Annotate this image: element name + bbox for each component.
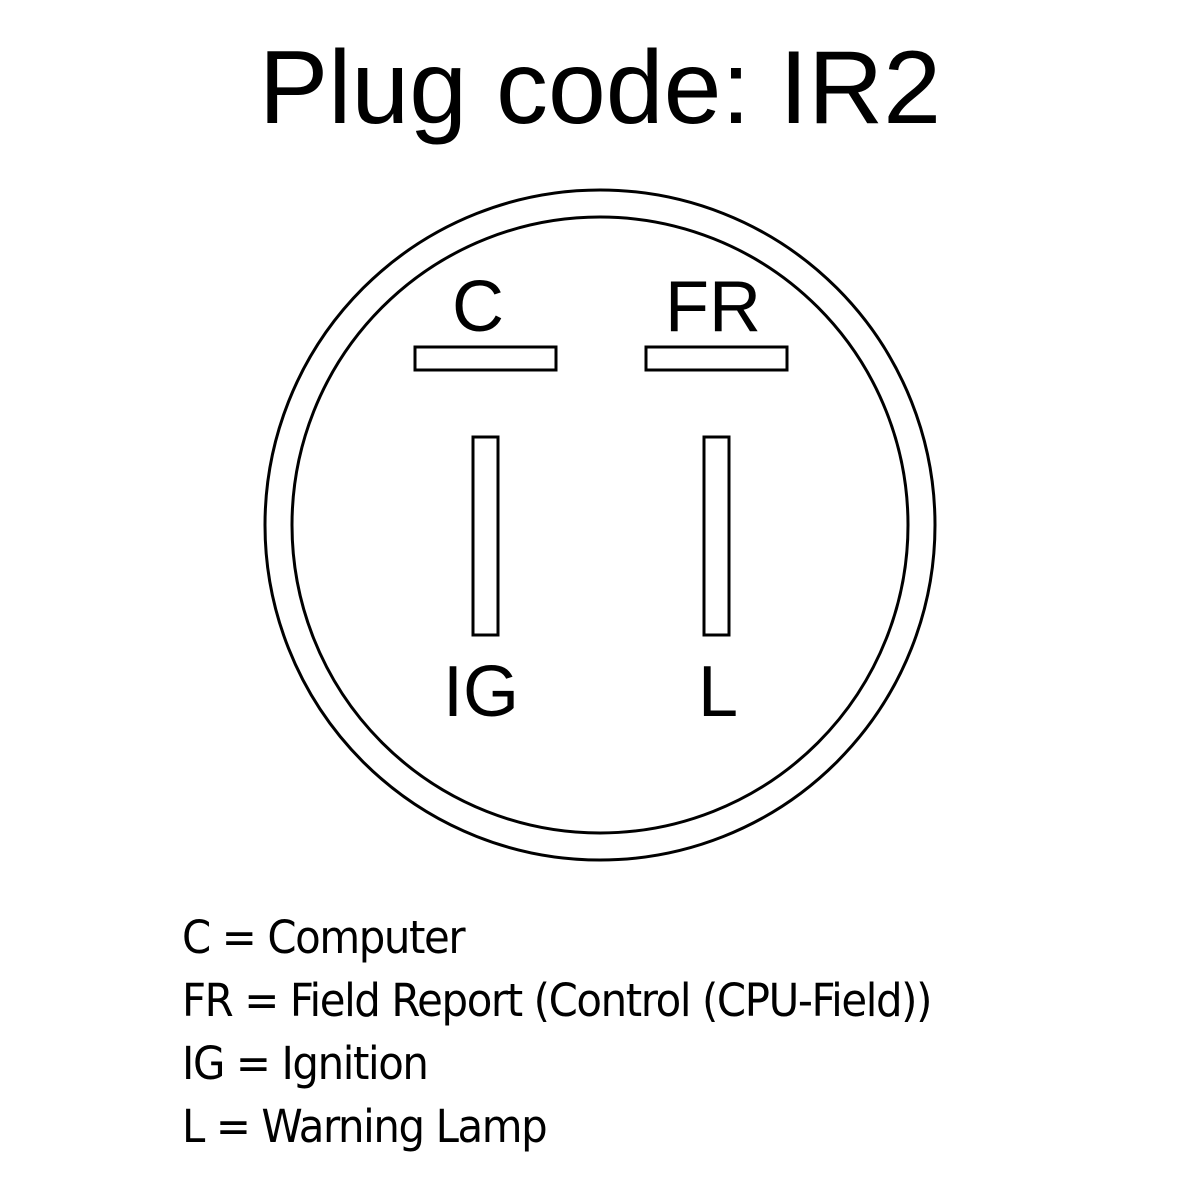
legend-item-ig: IG = Ignition <box>182 1037 429 1090</box>
diagram-title: Plug code: IR2 <box>258 30 942 146</box>
pin-c: C <box>413 267 558 372</box>
pin-slot-ig <box>471 435 500 637</box>
pin-label-ig: IG <box>443 652 519 732</box>
legend-item-l: L = Warning Lamp <box>182 1100 548 1153</box>
pin-slot-l <box>702 435 731 637</box>
legend-item-c: C = Computer <box>182 911 466 964</box>
pin-slot-c <box>413 345 558 372</box>
legend-item-fr: FR = Field Report (Control (CPU-Field)) <box>182 974 932 1027</box>
pin-fr: FR <box>644 267 789 372</box>
pin-l: L <box>698 435 738 732</box>
connector-outer-ring <box>263 188 937 862</box>
pin-legend: C = Computer FR = Field Report (Control … <box>182 906 932 1158</box>
pin-slot-fr <box>644 345 789 372</box>
pin-label-fr: FR <box>665 267 761 347</box>
pin-ig: IG <box>443 435 519 732</box>
connector-inner-ring <box>290 215 910 835</box>
pin-label-c: C <box>452 267 504 347</box>
pin-label-l: L <box>698 652 738 732</box>
